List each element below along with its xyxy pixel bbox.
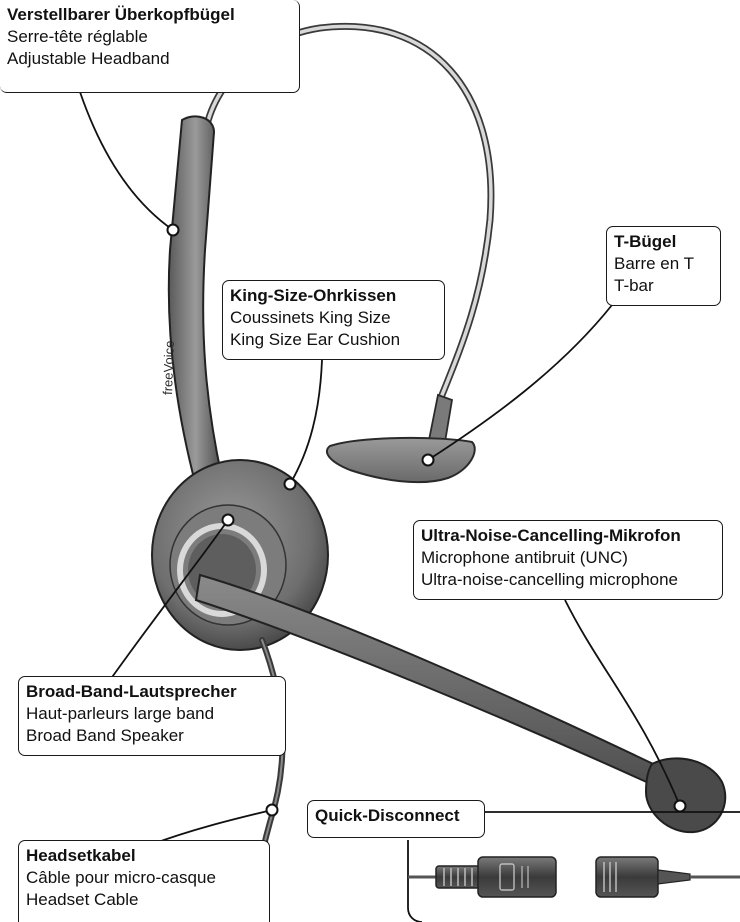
dot-cable [267, 805, 278, 816]
callout-cable-title: Headsetkabel [26, 845, 262, 867]
callout-cable: Headsetkabel Câble pour micro-casque Hea… [18, 840, 270, 922]
callout-speaker-line1: Haut-parleurs large band [26, 703, 278, 725]
callout-cushion: King-Size-Ohrkissen Coussinets King Size… [222, 280, 445, 360]
headband-slider: freeVoice [160, 116, 222, 486]
callout-microphone-line2: Ultra-noise-cancelling microphone [421, 569, 715, 591]
leader-tbar [428, 305, 612, 460]
callout-microphone: Ultra-Noise-Cancelling-Mikrofon Micropho… [413, 520, 723, 600]
callout-speaker: Broad-Band-Lautsprecher Haut-parleurs la… [18, 676, 286, 756]
qd-left-connector [478, 857, 556, 897]
callout-microphone-line1: Microphone antibruit (UNC) [421, 547, 715, 569]
callout-cushion-title: King-Size-Ohrkissen [230, 285, 437, 307]
callout-headband-title: Verstellbarer Überkopfbügel [7, 4, 292, 26]
leader-cushion [290, 360, 322, 484]
callout-quick-disconnect-title: Quick-Disconnect [315, 805, 477, 827]
callout-tbar: T-Bügel Barre en T T-bar [606, 226, 721, 306]
callout-speaker-line2: Broad Band Speaker [26, 725, 278, 747]
callout-cable-line2: Headset Cable [26, 889, 262, 911]
callout-tbar-title: T-Bügel [614, 231, 713, 253]
callout-speaker-title: Broad-Band-Lautsprecher [26, 681, 278, 703]
qd-right-connector [596, 857, 658, 897]
callout-tbar-line1: Barre en T [614, 253, 713, 275]
dot-cushion [285, 479, 296, 490]
callout-headband-line2: Adjustable Headband [7, 48, 292, 70]
callout-cable-line1: Câble pour micro-casque [26, 867, 262, 889]
callout-headband: Verstellbarer Überkopfbügel Serre-tête r… [0, 0, 300, 93]
brand-logo-text: freeVoice [160, 340, 177, 395]
callout-microphone-title: Ultra-Noise-Cancelling-Mikrofon [421, 525, 715, 547]
dot-headband [168, 225, 179, 236]
dot-tbar [423, 455, 434, 466]
leader-headband [80, 92, 173, 230]
tbar-part [327, 395, 475, 482]
dot-speaker [223, 515, 234, 526]
dot-microphone [675, 801, 686, 812]
callout-cushion-line1: Coussinets King Size [230, 307, 437, 329]
callout-tbar-line2: T-bar [614, 275, 713, 297]
callout-quick-disconnect: Quick-Disconnect [307, 800, 485, 838]
callout-headband-line1: Serre-tête réglable [7, 26, 292, 48]
callout-cushion-line2: King Size Ear Cushion [230, 329, 437, 351]
